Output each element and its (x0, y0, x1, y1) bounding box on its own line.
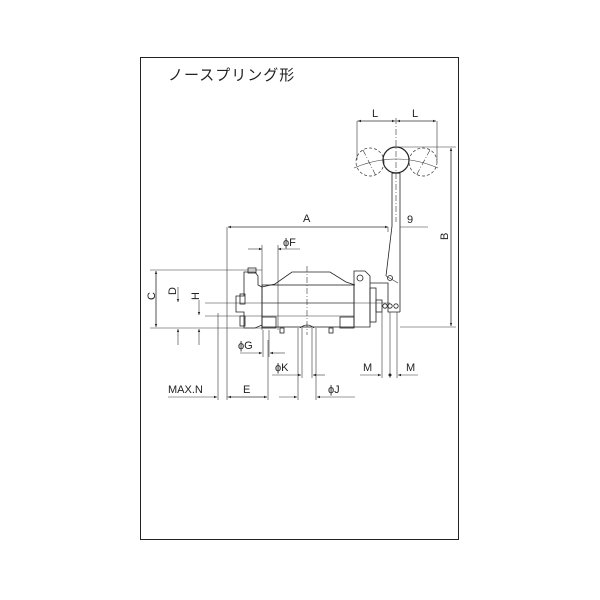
label-M-right: M (406, 362, 415, 374)
label-phiF: ϕF (283, 237, 296, 249)
label-E: E (243, 384, 250, 396)
label-9: 9 (407, 214, 413, 226)
dimension-L: L L (356, 108, 438, 222)
drawing-frame (140, 57, 459, 540)
dimension-A: A 9 (226, 213, 428, 400)
label-B: B (439, 233, 451, 240)
label-L-left: L (372, 108, 378, 120)
dimension-phiK-phiJ: ϕK ϕJ (272, 328, 355, 400)
label-D: D (167, 287, 179, 295)
label-MAXN: MAX.N (168, 384, 203, 396)
label-phiG: ϕG (238, 340, 253, 352)
label-A: A (303, 213, 311, 225)
dimension-MAXN-E: MAX.N E (168, 313, 269, 400)
lever-shaft (385, 172, 401, 312)
dimension-M: M M (360, 312, 418, 378)
label-phiJ: ϕJ (328, 384, 340, 396)
dimension-B: B (396, 146, 456, 328)
valve-body (235, 266, 400, 335)
label-C: C (146, 292, 158, 300)
label-H: H (190, 292, 202, 300)
label-M-left: M (363, 362, 372, 374)
dimension-D: D (167, 287, 180, 345)
dimension-H: H (190, 292, 202, 345)
label-L-right: L (412, 108, 418, 120)
dimension-phiG: ϕG (238, 330, 285, 357)
drawing-title: ノースプリング形 (168, 66, 296, 84)
dimension-C: C (146, 269, 262, 329)
label-phiK: ϕK (275, 362, 289, 374)
